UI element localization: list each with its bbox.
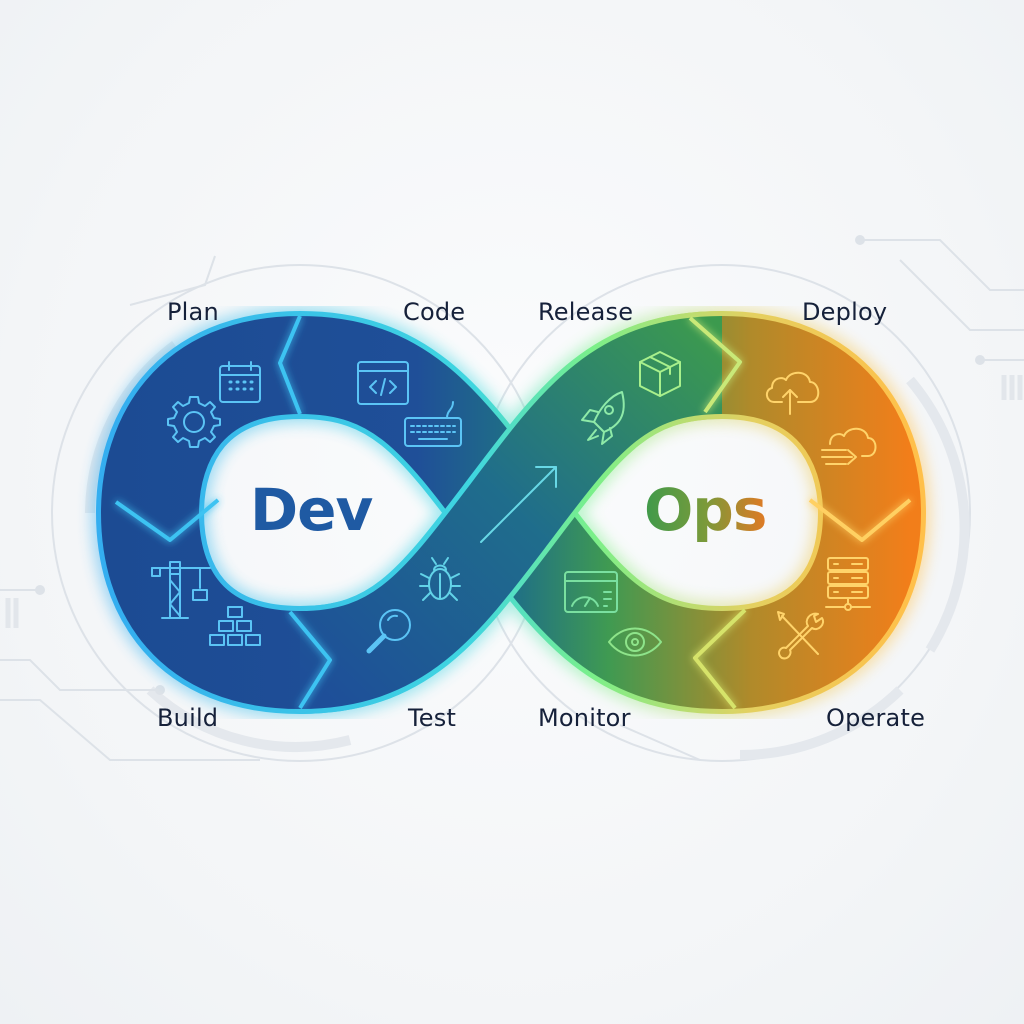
cloud-transfer-icon <box>821 427 877 465</box>
stage-label-release: Release <box>538 298 634 326</box>
dev-title: Dev <box>250 476 373 544</box>
stage-label-deploy: Deploy <box>802 298 888 326</box>
cloud-upload-icon <box>766 371 820 415</box>
tools-icon <box>777 611 824 660</box>
keyboard-icon <box>404 401 462 447</box>
calendar-icon <box>219 361 261 403</box>
stage-label-test: Test <box>408 704 457 732</box>
stage-label-plan: Plan <box>167 298 219 326</box>
stage-label-build: Build <box>157 704 219 732</box>
stage-label-code: Code <box>403 298 466 326</box>
package-box-icon <box>639 351 681 397</box>
arrow-up-right-icon <box>480 466 557 543</box>
ops-title: Ops <box>644 476 767 544</box>
stage-label-monitor: Monitor <box>538 704 631 732</box>
code-window-icon <box>357 361 409 405</box>
magnifier-icon <box>366 609 411 654</box>
stage-label-operate: Operate <box>826 704 926 732</box>
gear-icon <box>167 396 221 448</box>
dashboard-gauge-icon <box>564 571 618 613</box>
server-rack-icon <box>825 557 871 611</box>
blocks-stack-icon <box>209 606 261 646</box>
segment-dividers <box>114 315 912 710</box>
eye-icon <box>608 627 662 657</box>
bug-icon <box>419 557 461 601</box>
rocket-icon <box>581 391 625 445</box>
crane-icon <box>151 561 211 619</box>
